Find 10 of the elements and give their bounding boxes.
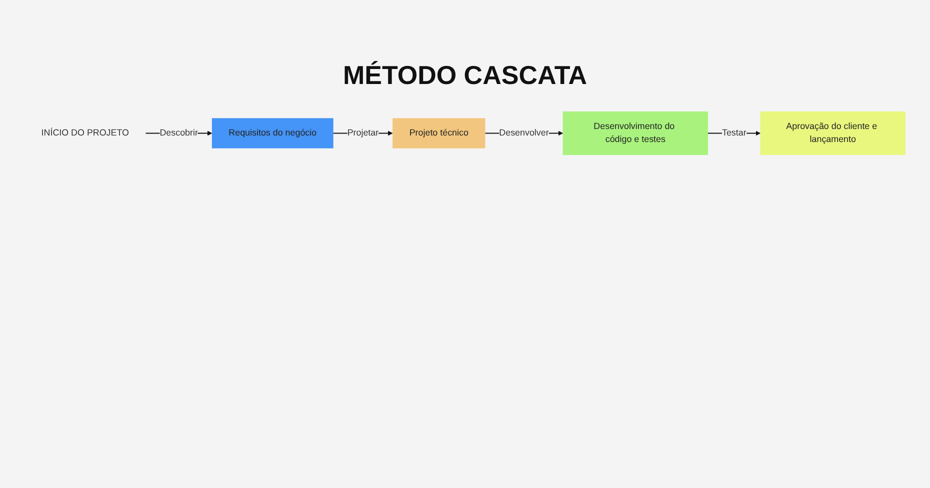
node-box: Aprovação do cliente e lançamento <box>760 111 906 156</box>
node-box: Desenvolvimento do código e testes <box>562 111 708 156</box>
edge-label: Testar <box>722 128 746 138</box>
edge-label: Descobrir <box>160 128 198 138</box>
node-box: Requisitos do negócio <box>212 118 334 148</box>
node-box: Projeto técnico <box>392 118 486 148</box>
diagram-title: MÉTODO CASCATA <box>342 60 588 91</box>
edge-label: Desenvolver <box>499 128 549 138</box>
edge-label: Projetar <box>347 128 379 138</box>
node-text: INÍCIO DO PROJETO <box>41 128 129 138</box>
